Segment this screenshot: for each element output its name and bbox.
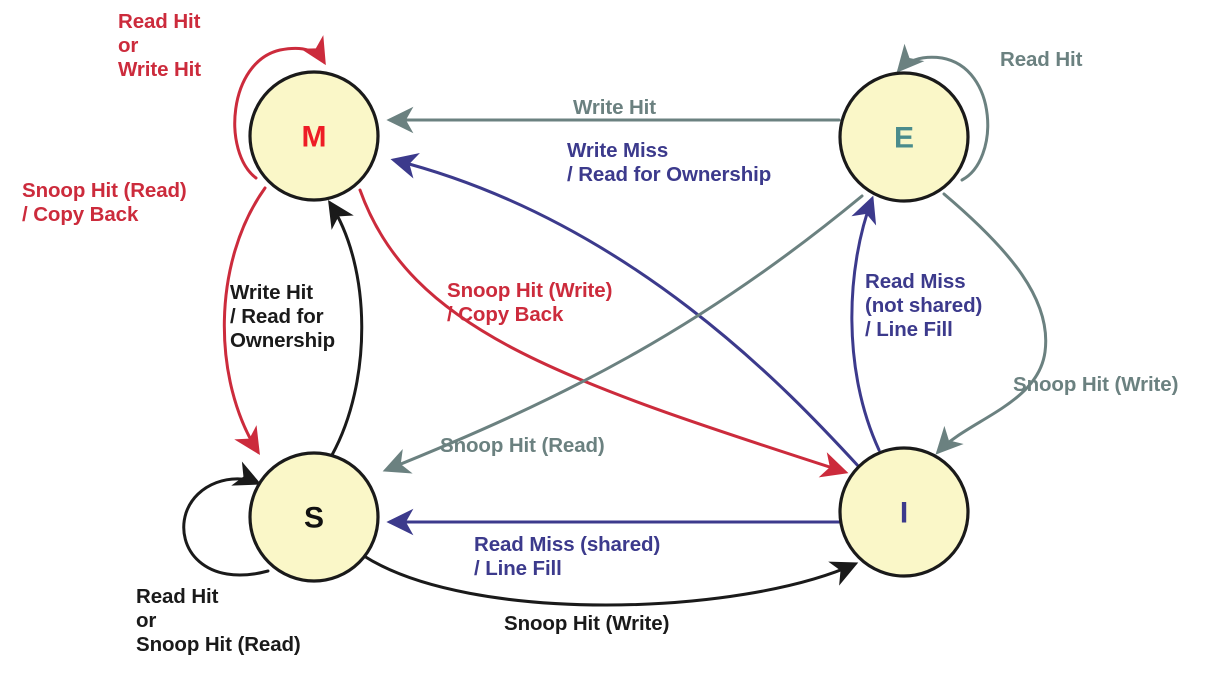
edge-label-i-to-m: Write Miss / Read for Ownership <box>567 139 772 186</box>
edge-label-s-self-loop: Read Hit or Snoop Hit (Read) <box>136 585 301 656</box>
edge-s-to-i <box>362 554 859 607</box>
edge-e-self-loop <box>896 43 990 182</box>
edge-label-m-to-s: Snoop Hit (Read) / Copy Back <box>22 179 187 226</box>
state-node-m[interactable]: M <box>248 70 380 202</box>
state-node-i[interactable]: I <box>838 446 970 578</box>
state-circle-m <box>248 70 380 202</box>
edge-label-e-self-loop: Read Hit <box>1000 48 1083 71</box>
edge-label-s-to-i: Snoop Hit (Write) <box>504 612 670 635</box>
edge-label-m-self-loop: Read Hit or Write Hit <box>118 10 202 81</box>
edge-s-to-e <box>382 194 864 474</box>
edge-m-to-i <box>358 188 849 478</box>
edge-label-i-to-e: Read Miss (not shared) / Line Fill <box>865 270 983 341</box>
edge-m-self-loop <box>233 35 326 180</box>
state-node-e[interactable]: E <box>838 71 970 203</box>
state-label-e: E <box>894 122 914 155</box>
state-circle-e <box>838 71 970 203</box>
edge-label-m-to-i: Snoop Hit (Write) / Copy Back <box>447 279 613 326</box>
edge-label-s-to-e: Snoop Hit (Read) <box>440 434 605 457</box>
state-label-i: I <box>900 497 908 530</box>
edge-label-i-to-s: Read Miss (shared) / Line Fill <box>474 533 661 580</box>
edge-label-e-to-i: Snoop Hit (Write) <box>1013 373 1179 396</box>
edge-i-to-e <box>850 195 881 452</box>
edge-s-self-loop <box>182 461 270 577</box>
state-circle-i <box>838 446 970 578</box>
state-node-s[interactable]: S <box>248 451 380 583</box>
edge-e-to-i <box>935 192 1048 455</box>
edge-s-to-m <box>328 199 364 457</box>
edge-i-to-m <box>390 152 862 470</box>
edge-label-s-to-m: Write Hit / Read for Ownership <box>230 281 336 352</box>
state-circle-s <box>248 451 380 583</box>
edge-m-to-s <box>222 186 267 456</box>
state-label-s: S <box>304 502 324 535</box>
state-label-m: M <box>302 121 327 154</box>
edge-label-e-to-m: Write Hit <box>573 96 657 119</box>
